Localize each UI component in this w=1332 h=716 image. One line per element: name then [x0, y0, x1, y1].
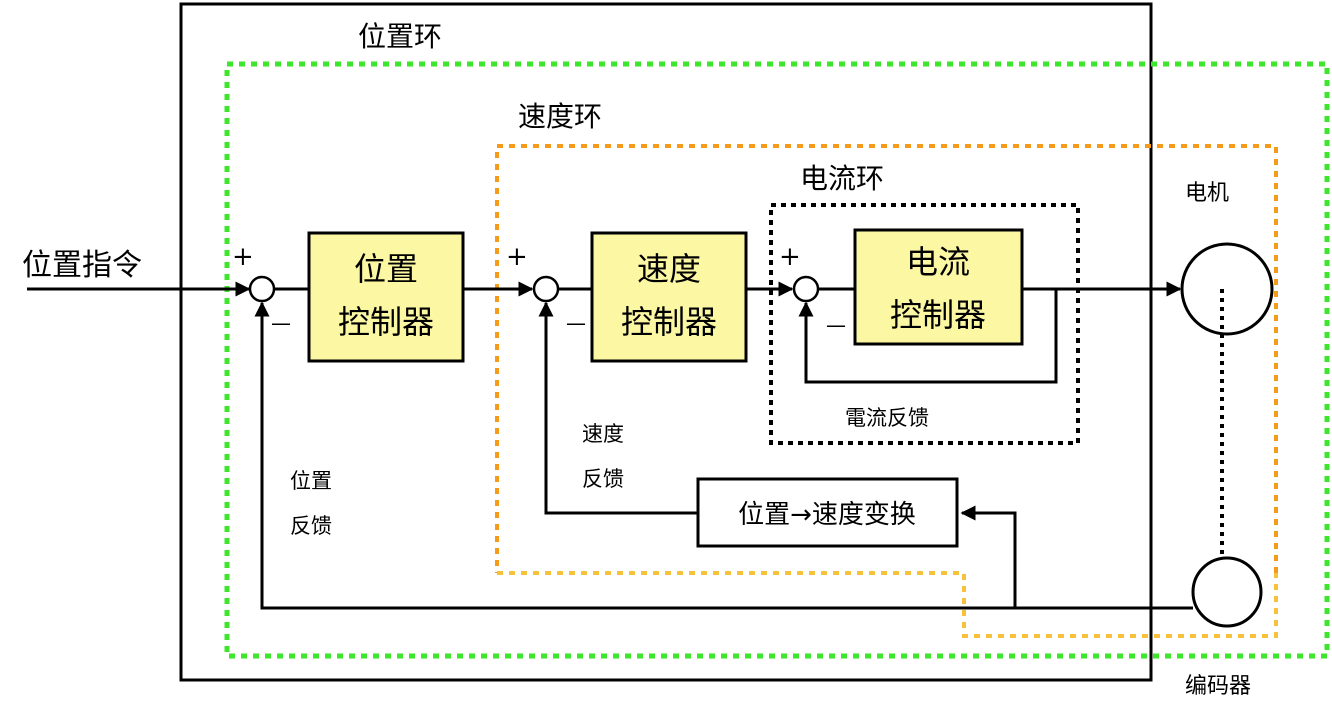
- position-feedback-label-line1: 位置: [290, 469, 332, 493]
- position-command-label: 位置指令: [22, 248, 142, 283]
- position-minus-sign: —: [271, 311, 291, 335]
- encoder-label: 编码器: [1185, 674, 1251, 699]
- position-loop-solid-frame: [179, 2, 1153, 682]
- current-feedback-label: 電流反馈: [845, 406, 929, 430]
- speed-loop-border: [495, 144, 1278, 573]
- current-controller-line2: 控制器: [890, 296, 986, 334]
- current-plus-sign: +: [779, 242, 801, 272]
- current-summing-junction: [792, 275, 820, 303]
- speed-plus-sign: +: [506, 242, 528, 272]
- position-loop-label: 位置环: [358, 20, 442, 53]
- position-to-speed-block: [696, 477, 959, 548]
- motor-circle: [1180, 242, 1274, 336]
- position-controller-block: [307, 231, 465, 363]
- speed-feedback-label-line1: 速度: [582, 422, 624, 446]
- encoder-circle: [1191, 556, 1263, 628]
- current-feedback-wire: [798, 289, 1058, 384]
- speed-controller-line2: 控制器: [621, 303, 717, 341]
- speed-loop-label: 速度环: [518, 100, 602, 133]
- position-controller-line2: 控制器: [338, 303, 434, 341]
- position-feedback-wire: [254, 301, 1193, 610]
- current-loop-border: [769, 203, 1080, 445]
- current-controller-block: [853, 228, 1024, 346]
- current-controller-line1: 电流: [906, 243, 970, 281]
- converter-input-wire: [960, 505, 1017, 608]
- position-loop-border: [224, 61, 1330, 659]
- speed-loop-border-lower: [497, 571, 1278, 638]
- speed-feedback-wire: [538, 301, 698, 515]
- speed-feedback-label-line2: 反馈: [582, 467, 624, 491]
- position-feedback-label-line2: 反馈: [290, 514, 332, 538]
- position-plus-sign: +: [232, 242, 254, 272]
- position-summing-junction: [248, 275, 276, 303]
- motor-label: 电机: [1185, 181, 1229, 206]
- current-minus-sign: —: [826, 313, 846, 337]
- speed-controller-block: [590, 231, 748, 363]
- speed-minus-sign: —: [566, 311, 586, 335]
- current-loop-label: 电流环: [800, 162, 884, 195]
- position-controller-line1: 位置: [354, 250, 418, 288]
- speed-controller-line1: 速度: [637, 250, 701, 288]
- position-to-speed-label: 位置→速度变换: [738, 500, 916, 530]
- speed-summing-junction: [532, 275, 560, 303]
